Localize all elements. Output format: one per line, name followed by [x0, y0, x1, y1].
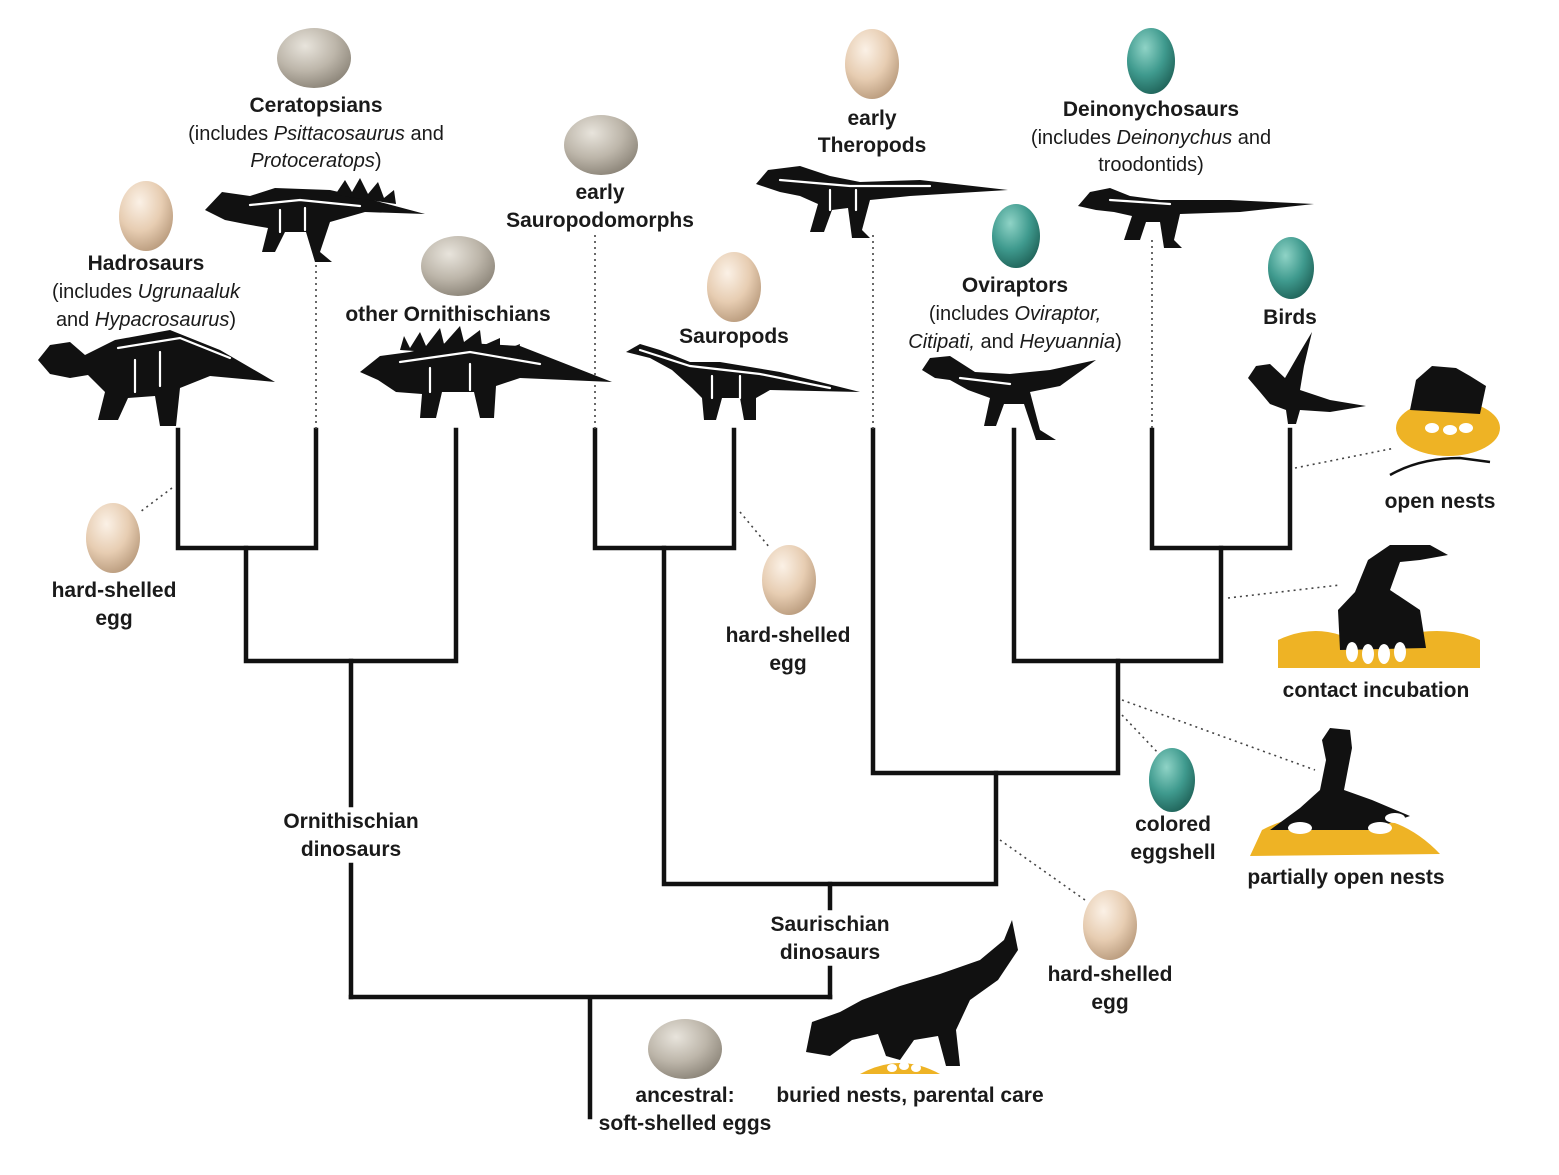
egg-hard-shelled-1-icon	[86, 503, 140, 573]
birds-title: Birds	[1263, 306, 1317, 329]
hadrosaurs-sub2: and Hypacrosaurus)	[56, 309, 236, 331]
egg-ancestral-icon	[648, 1019, 722, 1079]
open-nest-icon	[1389, 366, 1500, 477]
other-ornithischian-skeleton-icon	[360, 326, 612, 418]
hadrosaurs-sub1: (includes Ugrunaaluk	[52, 281, 241, 303]
colored-eggshell-line1: colored	[1135, 813, 1211, 836]
saurischian-label-line2: dinosaurs	[780, 941, 880, 964]
egg-hadrosaur-icon	[119, 181, 173, 251]
saurischian-label-line1: Saurischian	[770, 913, 889, 936]
hard-shelled-2-line1: hard-shelled	[726, 624, 851, 647]
egg-sauropod-icon	[707, 252, 761, 322]
egg-hard-shelled-2-icon	[762, 545, 816, 615]
hard-shelled-1-line2: egg	[95, 607, 132, 630]
branch-saurischian-clade	[661, 545, 999, 887]
branch-theropod-clade	[870, 427, 1121, 776]
branch-deino-birds	[1149, 427, 1293, 551]
egg-deinonychosaur-icon	[1127, 28, 1175, 94]
contact-incubation-label: contact incubation	[1283, 679, 1470, 702]
ornithischian-label-line1: Ornithischian	[283, 810, 418, 833]
phylogeny-tree	[175, 427, 1293, 1120]
other-ornithischians-title: other Ornithischians	[345, 303, 550, 326]
branch-oviraptor-deino	[1011, 427, 1224, 664]
ancestral-line1: ancestral:	[635, 1084, 734, 1107]
partially-open-nests-label: partially open nests	[1247, 866, 1444, 889]
branch-sauropodomorph	[592, 427, 737, 551]
contact-incubation-icon	[1278, 545, 1480, 668]
early-theropods-line2: Theropods	[818, 134, 927, 157]
branch-ornithopod-clade	[243, 427, 459, 664]
hard-shelled-1-line1: hard-shelled	[52, 579, 177, 602]
early-theropods-line1: early	[847, 107, 896, 130]
ceratopsians-title: Ceratopsians	[249, 94, 382, 117]
colored-eggshell-line2: eggshell	[1130, 841, 1215, 864]
egg-oviraptor-icon	[992, 204, 1040, 268]
sauropod-skeleton-icon	[626, 344, 860, 420]
egg-bird-icon	[1268, 237, 1314, 299]
early-sauropodomorphs-line1: early	[575, 181, 624, 204]
egg-colored-eggshell-icon	[1149, 748, 1195, 812]
egg-hard-shelled-3-icon	[1083, 890, 1137, 960]
leader-lines	[139, 235, 1396, 901]
hard-shelled-3-line1: hard-shelled	[1048, 963, 1173, 986]
oviraptor-icon	[922, 356, 1096, 440]
ceratopsians-sub1: (includes Psittacosaurus and	[188, 123, 444, 145]
bird-icon	[1248, 332, 1366, 424]
hadrosaur-skeleton-icon	[38, 330, 275, 426]
deinonychosaur-icon	[1078, 188, 1314, 248]
open-nests-label: open nests	[1385, 490, 1496, 513]
buried-nests-label: buried nests, parental care	[776, 1084, 1043, 1107]
oviraptors-title: Oviraptors	[962, 274, 1068, 297]
buried-nest-parent-icon	[806, 920, 1018, 1074]
deinonychosaurs-sub2: troodontids)	[1098, 154, 1204, 176]
early-theropod-skeleton-icon	[756, 166, 1008, 238]
ceratopsian-skeleton-icon	[205, 178, 425, 262]
eggs	[86, 28, 1314, 1079]
early-sauropodomorphs-line2: Sauropodomorphs	[506, 209, 694, 232]
ceratopsians-sub2: Protoceratops)	[250, 150, 381, 172]
ancestral-line2: soft-shelled eggs	[599, 1112, 772, 1135]
oviraptors-sub1: (includes Oviraptor,	[929, 303, 1101, 325]
egg-early-theropod-icon	[845, 29, 899, 99]
hard-shelled-3-line2: egg	[1091, 991, 1128, 1014]
oviraptors-sub2: Citipati, and Heyuannia)	[908, 331, 1121, 353]
hard-shelled-2-line2: egg	[769, 652, 806, 675]
egg-early-sauropodomorph-icon	[564, 115, 638, 175]
branch-root	[348, 994, 833, 1120]
deinonychosaurs-sub1: (includes Deinonychus and	[1031, 127, 1271, 149]
egg-other-ornithischian-icon	[421, 236, 495, 296]
sauropods-title: Sauropods	[679, 325, 789, 348]
egg-ceratopsian-icon	[277, 28, 351, 88]
deinonychosaurs-title: Deinonychosaurs	[1063, 98, 1239, 121]
hadrosaurs-title: Hadrosaurs	[88, 252, 205, 275]
branch-hadrosaur-ceratopsian	[175, 427, 319, 551]
partially-open-nest-icon	[1250, 728, 1440, 856]
ornithischian-label-line2: dinosaurs	[301, 838, 401, 861]
